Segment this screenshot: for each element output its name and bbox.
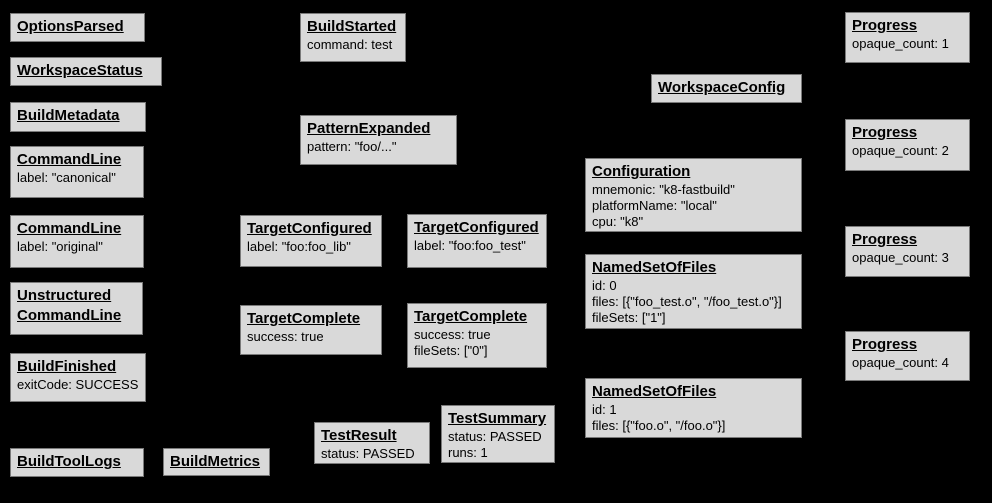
event-title: CommandLine [17, 151, 122, 168]
event-box-target-complete-foo-test: TargetComplete success: true fileSets: [… [407, 303, 547, 368]
event-field: id: 0 [592, 278, 617, 293]
event-box-progress-2: Progress opaque_count: 2 [845, 119, 970, 171]
event-title: Progress [852, 124, 918, 141]
event-box-named-set-of-files-1: NamedSetOfFiles id: 1 files: [{"foo.o", … [585, 378, 802, 438]
event-field: label: "original" [17, 239, 103, 254]
event-title: Unstructured CommandLine [17, 287, 122, 324]
event-field: status: PASSED [321, 446, 415, 461]
event-title: BuildStarted [307, 18, 397, 35]
event-field: label: "foo:foo_lib" [247, 239, 351, 254]
event-field: label: "canonical" [17, 170, 116, 185]
event-box-target-configured-foo-test: TargetConfigured label: "foo:foo_test" [407, 214, 547, 268]
event-box-test-summary: TestSummary status: PASSED runs: 1 [441, 405, 555, 463]
event-title: TargetComplete [414, 308, 528, 325]
event-box-progress-4: Progress opaque_count: 4 [845, 331, 970, 381]
event-field: opaque_count: 4 [852, 355, 949, 370]
event-box-workspace-status: WorkspaceStatus [10, 57, 162, 86]
event-title: TestResult [321, 427, 397, 444]
event-field: label: "foo:foo_test" [414, 238, 526, 253]
event-title: BuildFinished [17, 358, 117, 375]
event-box-build-metadata: BuildMetadata [10, 102, 146, 132]
event-title: TestSummary [448, 410, 547, 427]
event-field: cpu: "k8" [592, 214, 644, 229]
event-box-target-configured-foo-lib: TargetConfigured label: "foo:foo_lib" [240, 215, 382, 267]
event-field: id: 1 [592, 402, 617, 417]
event-box-progress-1: Progress opaque_count: 1 [845, 12, 970, 63]
event-field: fileSets: ["1"] [592, 310, 666, 325]
event-title: BuildToolLogs [17, 453, 121, 470]
event-box-build-metrics: BuildMetrics [163, 448, 270, 476]
event-box-target-complete-foo-lib: TargetComplete success: true [240, 305, 382, 355]
event-field: files: [{"foo_test.o", "/foo_test.o"}] [592, 294, 782, 309]
event-field: mnemonic: "k8-fastbuild" [592, 182, 735, 197]
event-box-unstructured-command-line: Unstructured CommandLine [10, 282, 143, 335]
event-box-progress-3: Progress opaque_count: 3 [845, 226, 970, 277]
event-box-configuration: Configuration mnemonic: "k8-fastbuild" p… [585, 158, 802, 232]
event-title: Progress [852, 17, 918, 34]
event-title: OptionsParsed [17, 18, 124, 35]
event-title: BuildMetadata [17, 107, 120, 124]
event-box-build-finished: BuildFinished exitCode: SUCCESS [10, 353, 146, 402]
event-field: exitCode: SUCCESS [17, 377, 139, 392]
event-box-test-result: TestResult status: PASSED [314, 422, 430, 464]
event-field: pattern: "foo/..." [307, 139, 397, 154]
event-box-build-started: BuildStarted command: test [300, 13, 406, 62]
event-box-workspace-config: WorkspaceConfig [651, 74, 802, 103]
event-box-options-parsed: OptionsParsed [10, 13, 145, 42]
event-title: Progress [852, 336, 918, 353]
event-title: WorkspaceConfig [658, 79, 786, 96]
event-box-command-line-original: CommandLine label: "original" [10, 215, 144, 268]
event-title: WorkspaceStatus [17, 62, 143, 79]
event-title: NamedSetOfFiles [592, 383, 717, 400]
event-field: runs: 1 [448, 445, 488, 460]
event-field: opaque_count: 2 [852, 143, 949, 158]
event-field: status: PASSED [448, 429, 542, 444]
event-box-pattern-expanded: PatternExpanded pattern: "foo/..." [300, 115, 457, 165]
event-title: BuildMetrics [170, 453, 261, 470]
event-title: Configuration [592, 163, 691, 180]
event-title: CommandLine [17, 220, 122, 237]
event-field: success: true [247, 329, 324, 344]
event-field: success: true [414, 327, 491, 342]
event-field: files: [{"foo.o", "/foo.o"}] [592, 418, 726, 433]
event-box-build-tool-logs: BuildToolLogs [10, 448, 144, 477]
event-title: Progress [852, 231, 918, 248]
event-title: NamedSetOfFiles [592, 259, 717, 276]
event-field: opaque_count: 3 [852, 250, 949, 265]
event-title: PatternExpanded [307, 120, 431, 137]
event-field: fileSets: ["0"] [414, 343, 488, 358]
event-field: opaque_count: 1 [852, 36, 949, 51]
event-box-command-line-canonical: CommandLine label: "canonical" [10, 146, 144, 198]
event-title: TargetConfigured [414, 219, 539, 236]
event-field: platformName: "local" [592, 198, 717, 213]
event-title: TargetComplete [247, 310, 361, 327]
event-field: command: test [307, 37, 393, 52]
event-box-named-set-of-files-0: NamedSetOfFiles id: 0 files: [{"foo_test… [585, 254, 802, 329]
event-title: TargetConfigured [247, 220, 372, 237]
